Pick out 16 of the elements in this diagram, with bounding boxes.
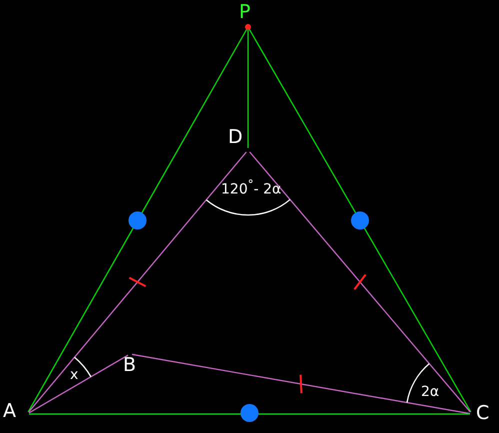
point-label: B: [123, 356, 136, 375]
line-segment: [249, 152, 471, 412]
angle-label: 120$^{°}$- 2α: [221, 179, 282, 197]
line-segment: [28, 28, 248, 412]
line-segment: [29, 413, 470, 415]
line-segment: [132, 354, 470, 414]
line-segment: [248, 28, 472, 412]
angle-label: x: [70, 368, 78, 382]
point-label: D: [228, 128, 243, 147]
point-label: A: [3, 402, 16, 421]
line-segment: [28, 354, 128, 414]
angle-label: 2α: [421, 385, 440, 399]
line-segment: [247, 29, 249, 148]
line-segment: [28, 152, 247, 412]
point-label: P: [239, 3, 250, 22]
point-label: C: [476, 404, 490, 423]
